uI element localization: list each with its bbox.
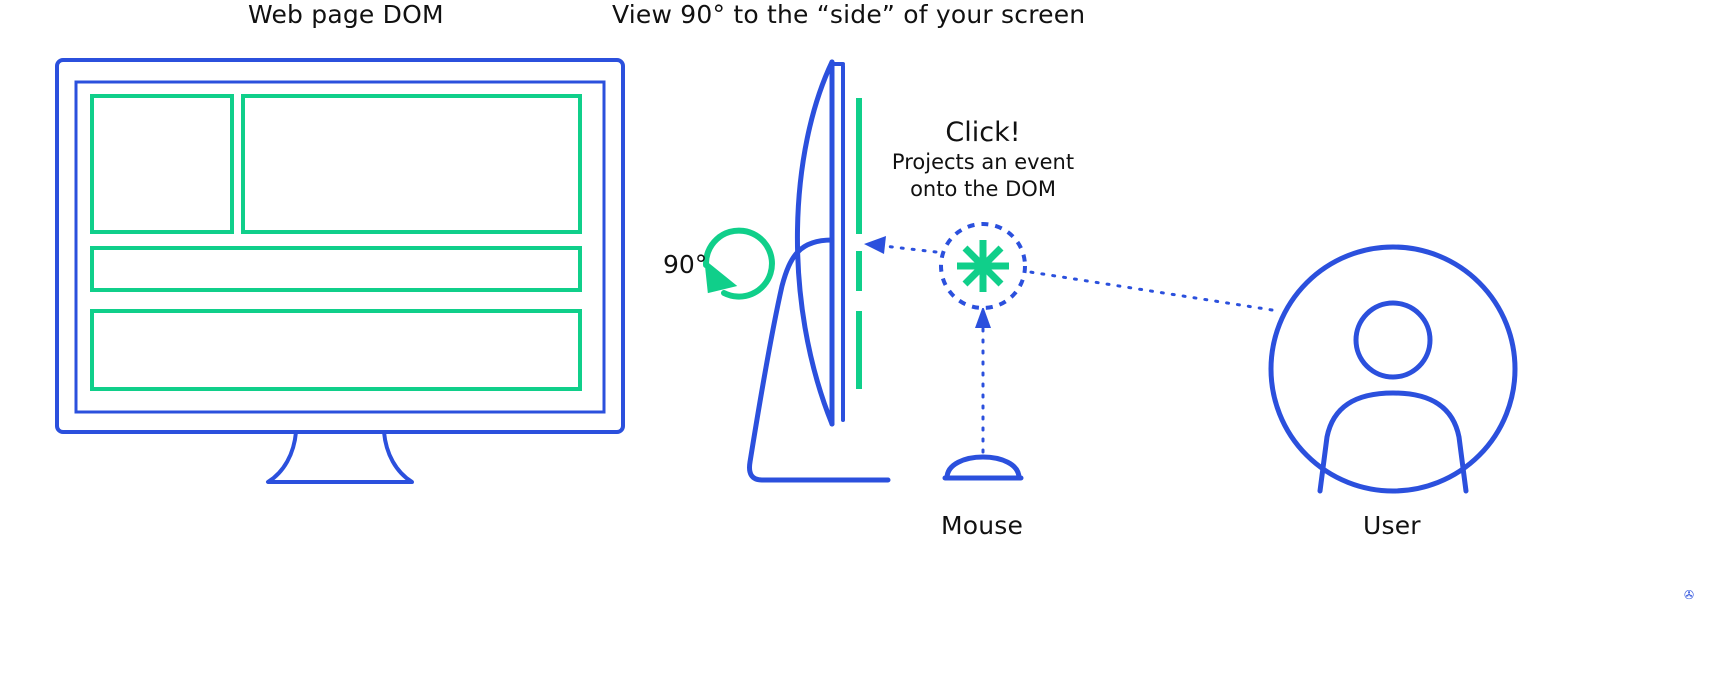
monitor-side-shell	[795, 59, 835, 427]
mouse-arrowhead	[975, 306, 991, 328]
click-star-icon	[957, 240, 1009, 292]
event-path-user-to-click	[1028, 270, 1274, 312]
side-view-title-label: View 90° to the “side” of your screen	[612, 0, 1086, 29]
monitor-side	[747, 59, 891, 483]
monitor-stand	[266, 430, 414, 484]
event-path-mouse-to-click	[975, 306, 991, 454]
mouse-label: Mouse	[941, 511, 1024, 540]
click-callout-line1: Projects an event	[891, 150, 1075, 174]
monitor-side-stand	[747, 237, 891, 483]
dom-box-group	[90, 94, 582, 391]
user-label: User	[1363, 511, 1421, 540]
dom-title-label: Web page DOM	[248, 0, 444, 29]
click-callout: Click! Projects an event onto the DOM	[878, 116, 1088, 203]
rotation-arrowhead	[704, 259, 738, 294]
main-box	[241, 94, 582, 234]
user-avatar	[1268, 244, 1518, 494]
event-arrowhead	[864, 236, 886, 254]
sidebar-box	[90, 94, 234, 234]
rotation-arc	[702, 227, 775, 300]
event-path-click-to-screen	[864, 236, 938, 254]
monitor-inner-frame	[74, 80, 606, 414]
watermark-logo: ✇	[1684, 588, 1695, 602]
avatar-head	[1353, 300, 1433, 380]
rotation-icon	[702, 227, 775, 300]
rotation-degrees-label: 90°	[663, 250, 708, 279]
row-box-2	[90, 309, 582, 391]
monitor-outer-frame	[55, 58, 625, 434]
click-callout-line2: onto the DOM	[910, 177, 1056, 201]
avatar-circle	[1268, 244, 1518, 494]
click-marker[interactable]	[939, 222, 1027, 310]
click-callout-title: Click!	[945, 117, 1021, 148]
mouse-icon	[942, 454, 1024, 481]
monitor-front	[55, 58, 625, 484]
avatar-shoulders	[1317, 390, 1469, 494]
row-box-1	[90, 246, 582, 292]
